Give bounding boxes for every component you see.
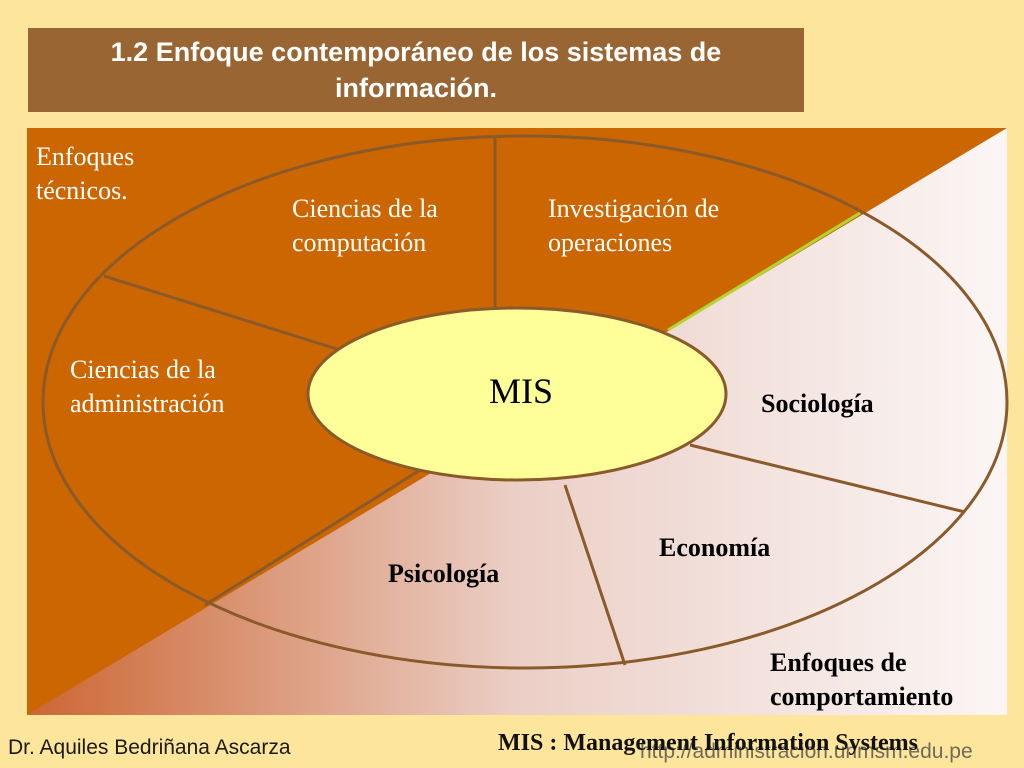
footer-url: http://administracion.unmsm.edu.pe [640, 740, 973, 763]
outer-ellipse [41, 134, 1009, 670]
slide-title: 1.2 Enfoque contemporáneo de los sistema… [28, 28, 804, 112]
diagonal-highlight [667, 211, 861, 332]
segment-operations-research: Investigación de operaciones [548, 194, 720, 257]
divider-upper-left [103, 274, 341, 352]
mis-center-ellipse [306, 306, 728, 482]
technical-approaches-label: Enfoques técnicos. [36, 142, 135, 205]
behavioral-approaches-label: Enfoques de comportamiento [770, 648, 954, 711]
footer-author: Dr. Aquiles Bedriñana Ascarza [8, 736, 291, 759]
divider-lower-left [204, 468, 421, 607]
divider-lower-right [689, 443, 966, 514]
segment-computer-science: Ciencias de la computación [292, 194, 438, 257]
segment-sociology: Sociología [761, 389, 874, 418]
divider-bottom [563, 484, 627, 666]
segment-management-science: Ciencias de la administración [70, 355, 225, 418]
footer-mis-note: MIS : Management Information Systems [498, 730, 918, 756]
segment-economics: Economía [659, 533, 771, 562]
mis-center-label: MIS [489, 371, 553, 411]
segment-psychology: Psicología [388, 559, 500, 588]
